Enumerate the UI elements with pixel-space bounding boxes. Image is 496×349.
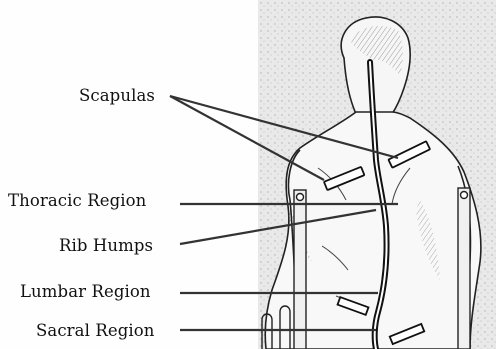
left-crutch [294,190,306,349]
right-crutch-pin [461,192,468,199]
label-rib-humps: Rib Humps [59,236,153,255]
right-crutch [458,188,470,349]
left-crutch-pin [297,194,304,201]
label-scapulas: Scapulas [79,86,155,105]
label-sacral-region: Sacral Region [36,321,155,340]
label-thoracic-region: Thoracic Region [8,191,146,210]
label-lumbar-region: Lumbar Region [20,282,151,301]
